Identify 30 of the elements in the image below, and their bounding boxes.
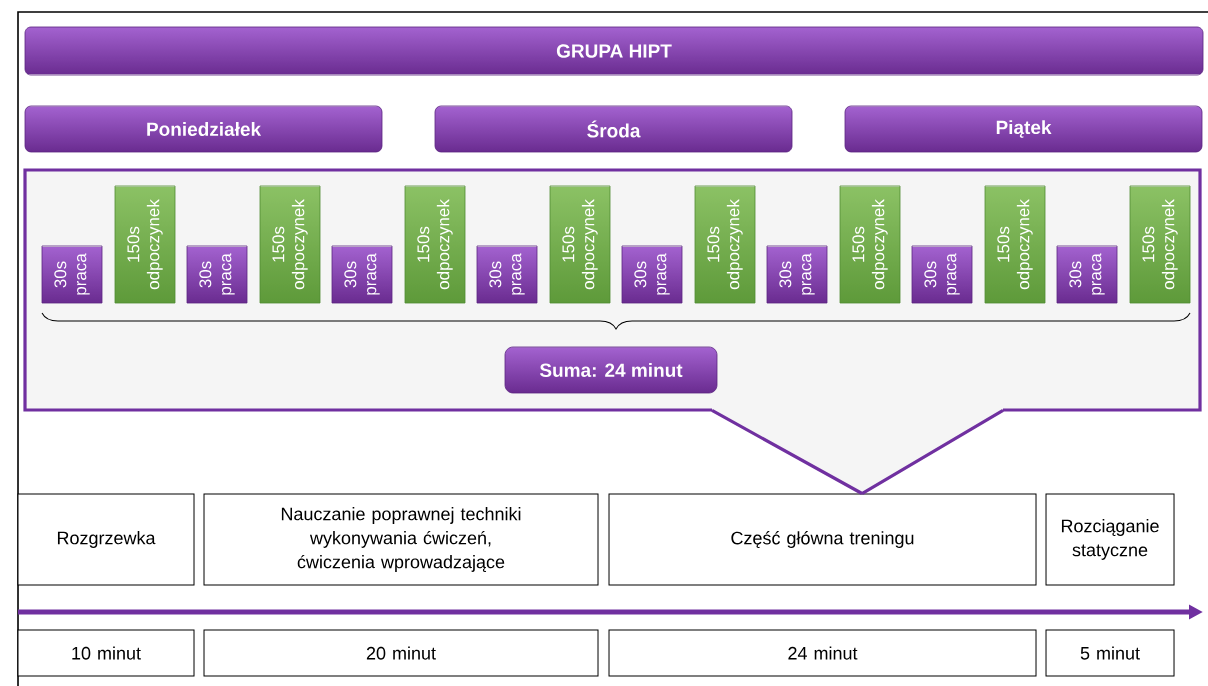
phase-box: Rozgrzewka	[17, 493, 195, 586]
work-interval-bar: 30s praca	[766, 245, 828, 304]
rest-interval-bar: 150s odpoczynek	[404, 185, 466, 304]
rest-interval-bar: 150s odpoczynek	[1129, 185, 1191, 304]
phase-box: Rozciąganie statyczne	[1045, 493, 1175, 586]
work-interval-bar: 30s praca	[621, 245, 683, 304]
work-interval-bar: 30s praca	[41, 245, 103, 304]
day-banner: Środa	[434, 105, 793, 153]
work-interval-bar: 30s praca	[476, 245, 538, 304]
duration-box: 10 minut	[17, 629, 195, 677]
duration-box: 5 minut	[1045, 629, 1175, 677]
total-box: Suma: 24 minut	[504, 346, 718, 394]
rest-interval-bar: 150s odpoczynek	[984, 185, 1046, 304]
phase-box: Nauczanie poprawnej techniki wykonywania ćwiczeń, ćwiczenia wprowadzające	[203, 493, 599, 586]
work-interval-bar: 30s praca	[186, 245, 248, 304]
duration-box: 24 minut	[608, 629, 1037, 677]
work-interval-bar: 30s praca	[911, 245, 973, 304]
day-banner: Piątek	[844, 105, 1203, 153]
rest-interval-bar: 150s odpoczynek	[259, 185, 321, 304]
day-banner: Poniedziałek	[24, 105, 383, 153]
phase-box: Część główna treningu	[608, 493, 1037, 586]
rest-interval-bar: 150s odpoczynek	[694, 185, 756, 304]
duration-box: 20 minut	[203, 629, 599, 677]
banner: GRUPA HIPT	[24, 26, 1204, 76]
rest-interval-bar: 150s odpoczynek	[114, 185, 176, 304]
work-interval-bar: 30s praca	[331, 245, 393, 304]
rest-interval-bar: 150s odpoczynek	[549, 185, 611, 304]
callout-pointer	[710, 408, 1005, 496]
rest-interval-bar: 150s odpoczynek	[839, 185, 901, 304]
work-interval-bar: 30s praca	[1056, 245, 1118, 304]
